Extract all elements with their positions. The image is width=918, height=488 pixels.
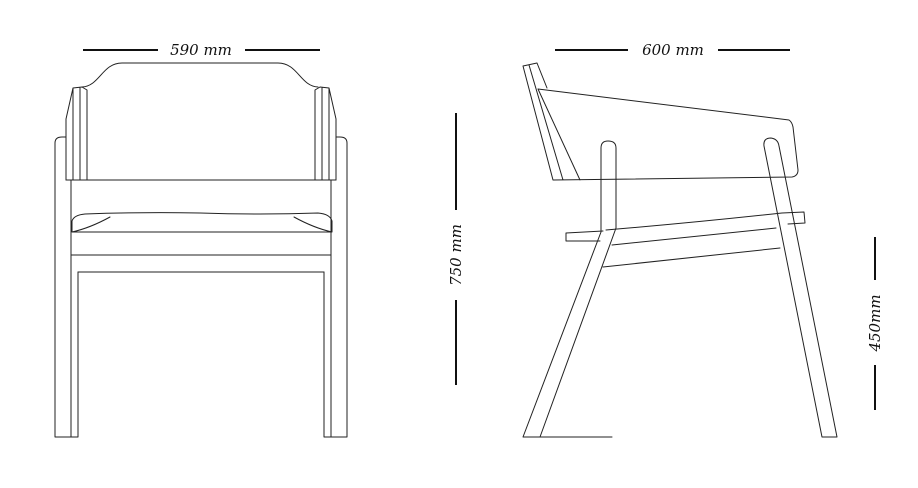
seat-height-label: 450mm [866, 294, 884, 352]
side-view: 600 mm [522, 41, 838, 438]
seat-height-dimension: 450mm [866, 237, 884, 410]
seat-cushion [71, 212, 333, 233]
front-stretcher [70, 254, 332, 273]
rear-leg [763, 137, 838, 438]
right-post [323, 136, 348, 438]
right-armrest [314, 86, 337, 181]
left-armrest [65, 86, 88, 181]
depth-label: 600 mm [642, 41, 704, 59]
height-label: 750 mm [447, 224, 465, 286]
backrest-side [522, 62, 799, 181]
front-leg [522, 140, 617, 438]
seat-side [565, 211, 806, 246]
height-dimension: 750 mm [447, 113, 465, 385]
backrest-top [81, 62, 319, 88]
left-post [54, 136, 79, 438]
front-view: 590 mm [54, 41, 348, 438]
side-stretcher [602, 247, 781, 268]
width-label: 590 mm [170, 41, 232, 59]
